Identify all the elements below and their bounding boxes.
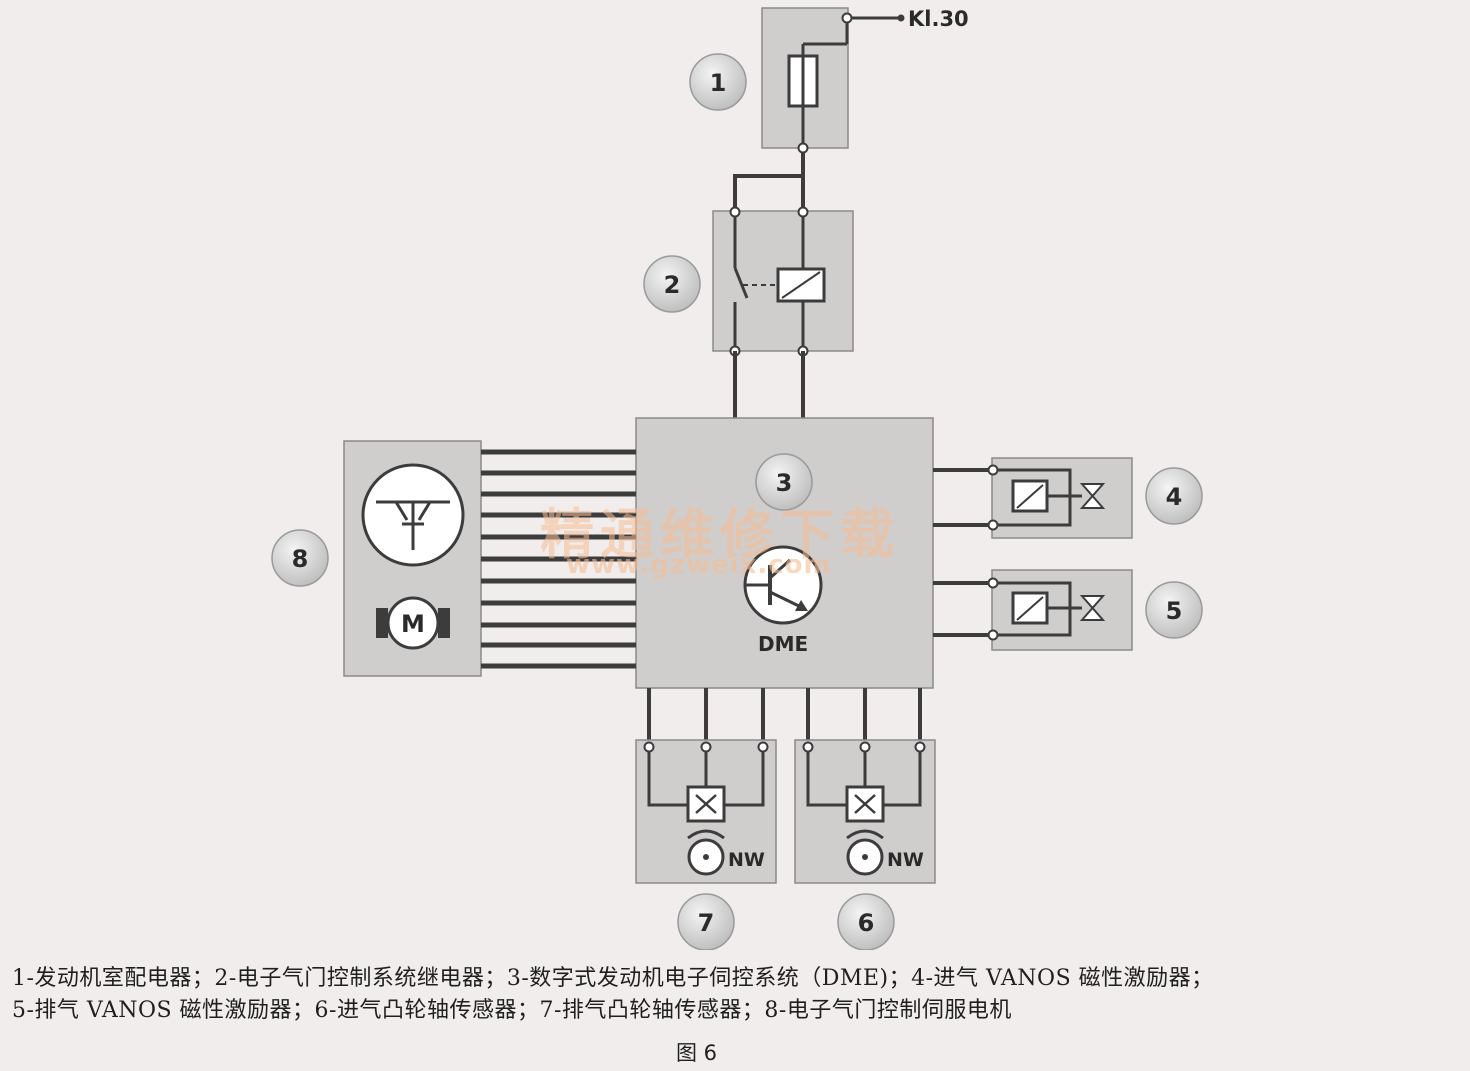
valve-icon	[1047, 595, 1106, 621]
valve-icon	[1047, 483, 1106, 509]
fuse-to-relay-wires	[733, 148, 805, 212]
intake-camshaft-sensor: NW	[794, 739, 936, 884]
intake-vanos-solenoid	[933, 457, 1133, 539]
sensor-nw-label: NW	[887, 849, 924, 871]
callout-4: 4	[1145, 467, 1203, 525]
servo-transistor-icon	[361, 463, 465, 567]
watermark-url: www.gzweix.com	[566, 550, 832, 580]
sensor-nw-label: NW	[728, 849, 765, 871]
legend-line-2: 5-排气 VANOS 磁性激励器；6-进气凸轮轴传感器；7-排气凸轮轴传感器；8…	[12, 998, 1012, 1023]
relay-to-dme-wires	[733, 351, 805, 418]
exhaust-camshaft-sensor: NW	[635, 739, 777, 884]
svg-text:5: 5	[1166, 597, 1183, 625]
kl30-supply-line: Kl.30	[841, 7, 969, 31]
camshaft-wheel-icon	[687, 829, 725, 876]
callout-7: 7	[677, 893, 735, 950]
servo-to-dme-wires	[481, 449, 636, 669]
figure-label: 图 6	[676, 1041, 718, 1065]
motor-icon: M	[376, 596, 450, 650]
relay-box	[712, 206, 854, 357]
exhaust-vanos-solenoid	[933, 569, 1133, 651]
svg-text:2: 2	[664, 271, 681, 299]
dme-to-sensor-wires	[647, 688, 922, 747]
callout-2: 2	[643, 255, 701, 313]
svg-text:1: 1	[710, 69, 727, 97]
svg-text:6: 6	[858, 909, 875, 937]
camshaft-wheel-icon	[846, 829, 884, 876]
svg-text:8: 8	[292, 545, 309, 573]
svg-text:7: 7	[698, 909, 715, 937]
callout-3: 3	[755, 453, 813, 511]
svg-text:3: 3	[776, 469, 793, 497]
callout-1: 1	[689, 53, 747, 111]
watermark-title: 精通维修下载	[540, 502, 900, 566]
callout-5: 5	[1145, 581, 1203, 639]
dme-label: DME	[758, 632, 808, 656]
callout-8: 8	[271, 529, 329, 587]
wiring-diagram: Kl.30	[271, 7, 1203, 950]
svg-text:4: 4	[1166, 483, 1183, 511]
motor-letter: M	[401, 610, 425, 638]
servo-motor-box: M	[343, 440, 482, 677]
callout-6: 6	[837, 893, 895, 950]
distribution-box	[761, 7, 849, 149]
legend-line-1: 1-发动机室配电器；2-电子气门控制系统继电器；3-数字式发动机电子伺控系统（D…	[12, 966, 1214, 991]
kl30-label: Kl.30	[908, 7, 969, 31]
transistor-icon	[743, 545, 823, 625]
